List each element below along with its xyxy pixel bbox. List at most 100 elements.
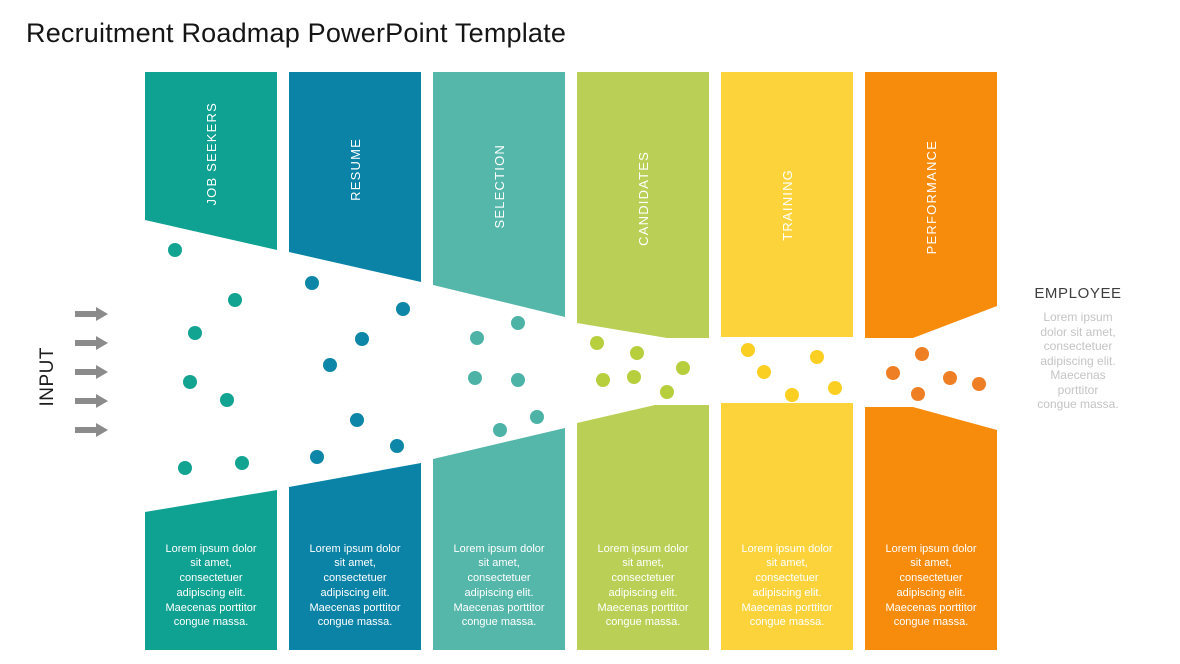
funnel-dot: [350, 413, 364, 427]
funnel-dot: [355, 332, 369, 346]
funnel-dot: [235, 456, 249, 470]
column-body-line: consectetuer: [899, 572, 963, 585]
funnel-dot: [590, 336, 604, 350]
column-header-candidates: CANDIDATES: [635, 150, 651, 246]
column-top-shape-training: TRAINING: [721, 72, 853, 337]
funnel-dot: [305, 276, 319, 290]
employee-body-line: dolor sit amet,: [1040, 324, 1116, 339]
employee-body-line: Maecenas: [1050, 368, 1106, 382]
column-header-selection: SELECTION: [491, 144, 507, 229]
column-body-line: adipiscing elit.: [608, 586, 678, 599]
column-body-line: Maecenas porttitor: [165, 601, 257, 614]
column-body-line: sit amet,: [766, 557, 808, 570]
column-header-training: TRAINING: [779, 168, 795, 241]
employee-body-line: congue massa.: [1037, 397, 1119, 411]
funnel-dot: [596, 373, 610, 387]
column-header-wrap-performance: PERFORMANCE: [865, 72, 997, 322]
column-body-line: congue massa.: [893, 616, 969, 629]
funnel-dot: [493, 423, 507, 437]
column-body-line: Lorem ipsum dolor: [741, 542, 833, 555]
funnel-dot: [741, 343, 755, 357]
input-arrow: [75, 336, 108, 350]
column-top-shape-resume: RESUME: [289, 72, 421, 282]
column-body-line: congue massa.: [173, 616, 249, 629]
input-arrow: [75, 365, 108, 379]
employee-body-line: adipiscing elit.: [1040, 353, 1116, 368]
column-body-line: consectetuer: [323, 572, 387, 585]
column-body-line: consectetuer: [179, 572, 243, 585]
funnel-dot: [911, 387, 925, 401]
column-body-line: congue massa.: [605, 616, 681, 629]
column-body-line: sit amet,: [622, 557, 664, 570]
column-body-line: congue massa.: [461, 616, 537, 629]
funnel-dot: [183, 375, 197, 389]
column-top-shape-candidates: CANDIDATES: [577, 72, 709, 338]
column-top-shape-performance: PERFORMANCE: [865, 72, 997, 338]
column-body-line: Lorem ipsum dolor: [885, 542, 977, 555]
funnel-dot: [757, 365, 771, 379]
funnel-dot: [627, 370, 641, 384]
funnel-dot: [511, 373, 525, 387]
column-header-performance: PERFORMANCE: [923, 139, 939, 255]
funnel-dot: [972, 377, 986, 391]
column-header-resume: RESUME: [347, 138, 363, 201]
column-body-line: Lorem ipsum dolor: [165, 542, 257, 555]
funnel-dot: [220, 393, 234, 407]
column-body-line: Maecenas porttitor: [885, 601, 977, 614]
column-header-wrap-resume: RESUME: [289, 72, 421, 267]
column-body-line: Maecenas porttitor: [597, 601, 689, 614]
funnel-dot: [178, 461, 192, 475]
funnel-dot: [468, 371, 482, 385]
column-header-wrap-candidates: CANDIDATES: [577, 72, 709, 324]
funnel-dot: [676, 361, 690, 375]
column-body-line: sit amet,: [334, 557, 376, 570]
column-header-wrap-selection: SELECTION: [433, 72, 565, 301]
employee-body-line: consectetuer: [1043, 339, 1113, 353]
column-body-line: Lorem ipsum dolor: [453, 542, 545, 555]
funnel-dot: [310, 450, 324, 464]
column-top-shape-job-seekers: JOB SEEKERS: [145, 72, 277, 250]
funnel-dot: [470, 331, 484, 345]
column-body-line: Lorem ipsum dolor: [597, 542, 689, 555]
funnel-dot: [511, 316, 525, 330]
input-arrow: [75, 394, 108, 408]
column-body-line: Maecenas porttitor: [309, 601, 401, 614]
column-body-line: adipiscing elit.: [896, 586, 966, 599]
input-label: INPUT: [37, 347, 58, 407]
employee-body: Lorem ipsum dolor sit amet, consectetuer…: [1014, 310, 1142, 412]
column-body-line: adipiscing elit.: [752, 586, 822, 599]
funnel-dot: [396, 302, 410, 316]
funnel-dot: [915, 347, 929, 361]
input-arrows: [75, 307, 108, 437]
input-label-wrap: INPUT: [34, 344, 62, 410]
column-body-line: consectetuer: [755, 572, 819, 585]
column-body-line: sit amet,: [910, 557, 952, 570]
funnel-dot: [630, 346, 644, 360]
column-body-line: consectetuer: [611, 572, 675, 585]
funnel-dot: [390, 439, 404, 453]
column-header-wrap-job-seekers: JOB SEEKERS: [145, 72, 277, 235]
funnel-dot: [660, 385, 674, 399]
funnel-dot: [168, 243, 182, 257]
column-body-line: congue massa.: [317, 616, 393, 629]
input-arrow: [75, 307, 108, 321]
column-top-shape-selection: SELECTION: [433, 72, 565, 317]
employee-heading: EMPLOYEE: [1034, 285, 1122, 302]
column-body-line: consectetuer: [467, 572, 531, 585]
column-body-line: adipiscing elit.: [464, 586, 534, 599]
column-body-line: sit amet,: [478, 557, 520, 570]
input-arrow: [75, 423, 108, 437]
funnel-dot: [785, 388, 799, 402]
funnel-dot: [943, 371, 957, 385]
